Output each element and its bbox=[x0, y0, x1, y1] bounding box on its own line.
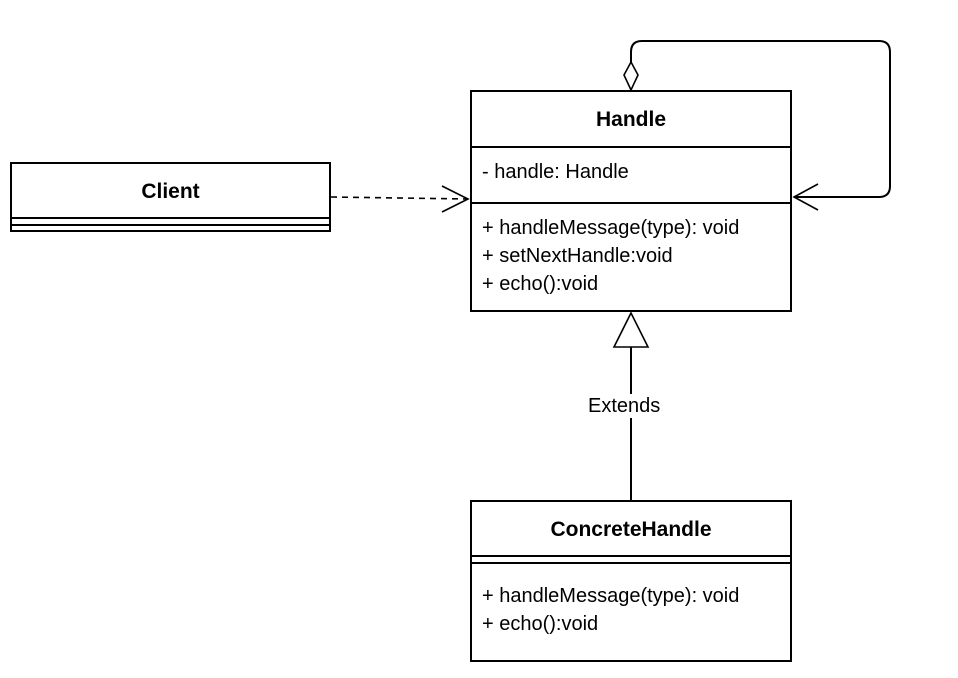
handle-method: + handleMessage(type): void bbox=[482, 217, 740, 239]
client-attributes-compartment bbox=[12, 219, 329, 226]
dependency-edge bbox=[330, 185, 470, 213]
aggregation-arrowhead bbox=[792, 183, 819, 211]
extends-label: Extends bbox=[586, 394, 663, 418]
concrete-handle-attributes-compartment bbox=[472, 557, 790, 564]
handle-methods-compartment: + handleMessage(type): void + setNextHan… bbox=[472, 204, 790, 310]
client-class[interactable]: Client bbox=[10, 162, 331, 232]
dependency-line bbox=[330, 196, 469, 200]
generalization-edge bbox=[612, 311, 650, 500]
concrete-handle-method: + handleMessage(type): void bbox=[482, 585, 740, 607]
concrete-handle-methods-compartment: + handleMessage(type): void + echo():voi… bbox=[472, 564, 790, 638]
concrete-handle-class[interactable]: ConcreteHandle + handleMessage(type): vo… bbox=[470, 500, 792, 662]
handle-class[interactable]: Handle - handle: Handle + handleMessage(… bbox=[470, 90, 792, 312]
handle-class-name: Handle bbox=[472, 92, 790, 148]
concrete-handle-method: + echo():void bbox=[482, 613, 599, 635]
dependency-arrowhead bbox=[441, 185, 470, 213]
concrete-handle-class-name: ConcreteHandle bbox=[472, 502, 790, 557]
handle-method: + echo():void bbox=[482, 273, 599, 295]
handle-attribute: - handle: Handle bbox=[482, 161, 629, 183]
handle-attributes-compartment: - handle: Handle bbox=[472, 148, 790, 204]
handle-method: + setNextHandle:void bbox=[482, 245, 673, 267]
generalization-triangle bbox=[612, 311, 650, 348]
aggregation-diamond bbox=[623, 60, 639, 92]
client-class-name: Client bbox=[12, 164, 329, 219]
aggregation-line bbox=[630, 40, 891, 198]
